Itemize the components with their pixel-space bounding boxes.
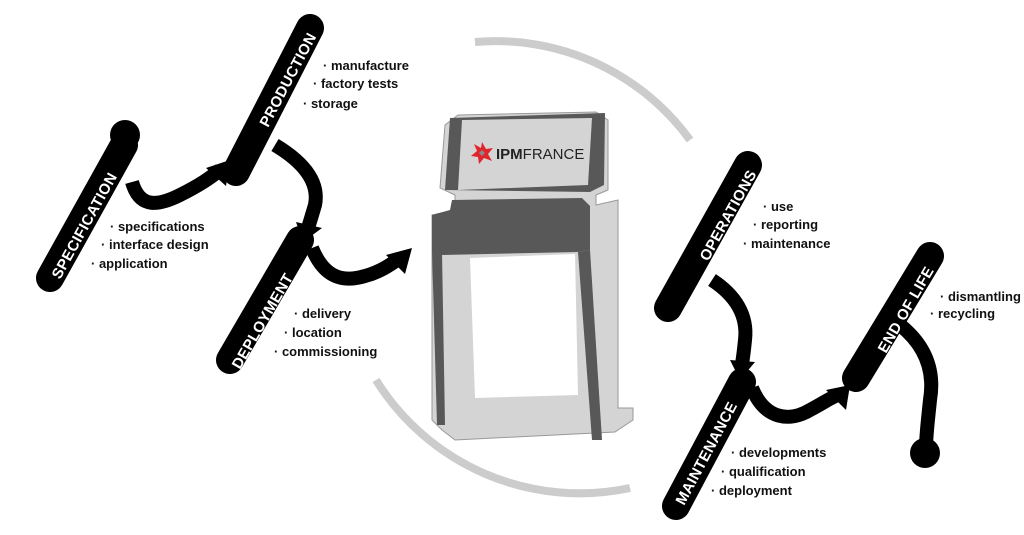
list-item: · developments [731, 445, 826, 460]
list-item: · application [91, 256, 168, 271]
end-of-life-items: · dismantling · recycling [930, 289, 1021, 321]
ipm-logo: IPMFRANCE [471, 142, 584, 164]
phase-operations: OPERATIONS [654, 151, 762, 380]
list-item: · location [284, 325, 342, 340]
phase-production: PRODUCTION [222, 14, 324, 242]
deployment-items: · delivery · location · commissioning [274, 306, 377, 359]
list-item: · maintenance [743, 236, 830, 251]
list-item: · recycling [930, 306, 995, 321]
list-item: · use [763, 199, 793, 214]
svg-text:IPMFRANCE: IPMFRANCE [496, 146, 584, 163]
list-item: · delivery [294, 306, 352, 321]
list-item: · deployment [711, 483, 793, 498]
list-item: · commissioning [274, 344, 377, 359]
list-item: · qualification [721, 464, 806, 479]
arrow-head-icon [826, 385, 850, 410]
kiosk-illustration: IPMFRANCE [431, 111, 634, 441]
cycle-arc-top [474, 37, 694, 143]
list-item: · factory tests [313, 76, 398, 91]
maintenance-items: · developments · qualification · deploym… [711, 445, 826, 498]
cycle-arc-bottom [372, 377, 631, 498]
phase-end-of-life: END OF LIFE [842, 242, 944, 468]
list-item: · interface design [101, 237, 209, 252]
list-item: · specifications [110, 219, 205, 234]
list-item: · dismantling [940, 289, 1021, 304]
production-items: · manufacture · factory tests · storage [303, 58, 409, 111]
specification-items: · specifications · interface design · ap… [91, 219, 209, 271]
operations-items: · use · reporting · maintenance [743, 199, 830, 251]
logo-star-icon [471, 142, 493, 164]
arrow-head-icon [386, 248, 412, 274]
list-item: · reporting [753, 217, 818, 232]
list-item: · manufacture [323, 58, 409, 73]
list-item: · storage [303, 96, 358, 111]
